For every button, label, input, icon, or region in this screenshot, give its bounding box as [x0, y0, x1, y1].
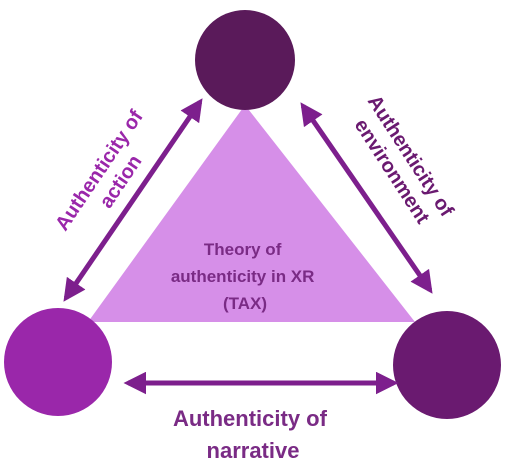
- right-node: [393, 311, 501, 419]
- svg-text:Authenticity of environm: Authenticity of environment: [343, 91, 461, 238]
- center-label-line: (TAX): [223, 294, 267, 313]
- arrow-action: [63, 98, 203, 302]
- center-label-line: authenticity in XR: [171, 267, 315, 286]
- edge-label-environment: Authenticity of environment: [343, 91, 461, 238]
- center-label: Theory of authenticity in XR (TAX): [171, 240, 319, 313]
- edge-label-narrative: Authenticity of narrative: [173, 406, 333, 463]
- edge-label-line: narrative: [207, 438, 300, 463]
- edge-label-line: Authenticity of: [173, 406, 328, 431]
- left-node: [4, 308, 112, 416]
- arrow-environment: [300, 102, 433, 294]
- center-label-line: Theory of: [204, 240, 282, 259]
- top-node: [195, 10, 295, 110]
